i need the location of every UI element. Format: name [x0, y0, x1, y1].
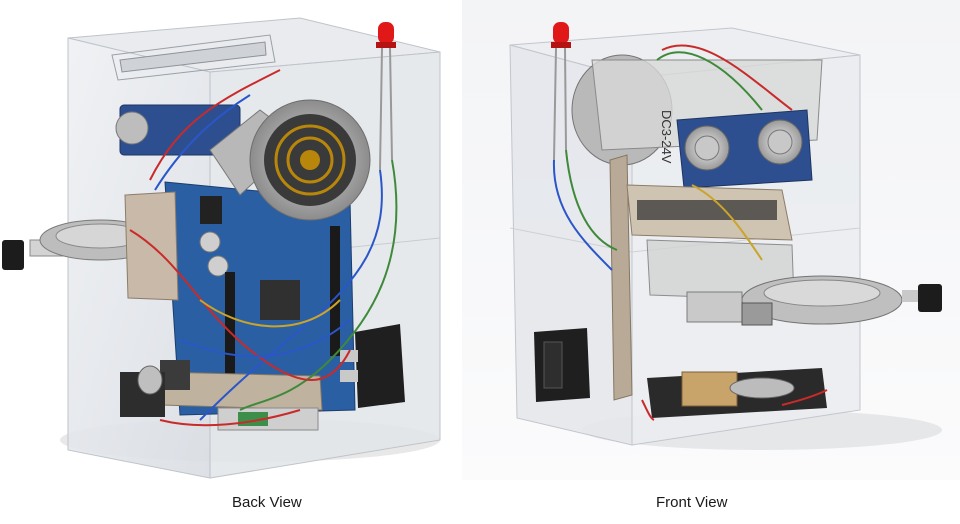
- ultrasonic-sensor: [676, 109, 813, 189]
- front-view-drawing: DC3-24V: [509, 22, 942, 450]
- back-view-drawing: [2, 17, 441, 479]
- front-view-caption: Front View: [656, 494, 728, 511]
- adjust-knob-icon: [2, 240, 24, 270]
- sensor-transducer-icon: [115, 111, 149, 145]
- battery-holder: [120, 365, 165, 417]
- rocker-switch: [340, 324, 405, 408]
- back-view-panel: [0, 0, 458, 480]
- back-view-caption: Back View: [232, 494, 302, 511]
- led-icon: [376, 22, 396, 171]
- buzzer-speaker-icon: [209, 99, 371, 221]
- rocker-switch: [534, 328, 590, 402]
- arduino-board: [164, 181, 356, 416]
- view-divider: [458, 0, 462, 480]
- front-view-panel: DC3-24V: [462, 0, 960, 480]
- wires: [129, 69, 398, 427]
- led-icon: [551, 22, 571, 161]
- battery-holder: [647, 368, 827, 418]
- set-screw-icon: [741, 302, 773, 326]
- knob-rail: [686, 275, 942, 326]
- wires: [552, 44, 828, 421]
- top-bracket: [111, 34, 276, 81]
- adjust-knob-icon: [918, 284, 942, 312]
- buzzer-label: DC3-24V: [659, 110, 674, 164]
- mount-blocks: [124, 191, 323, 411]
